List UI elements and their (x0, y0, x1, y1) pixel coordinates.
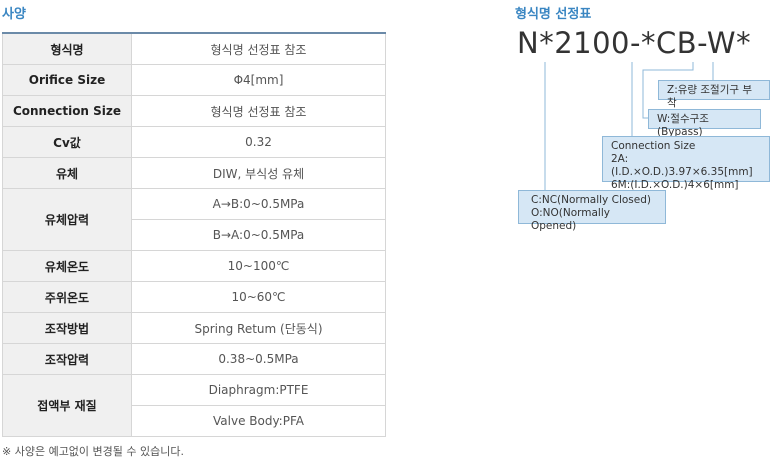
spec-label: 유체압력 (2, 188, 132, 251)
spec-value: Valve Body:PFA (131, 405, 386, 437)
spec-label: 유체 (2, 157, 132, 189)
spec-note: ※ 사양은 예고없이 변경될 수 있습니다. (2, 445, 184, 458)
conn-6m: 6M:(I.D.×O.D.)4×6[mm] (611, 179, 739, 191)
spec-value: 10~100℃ (131, 250, 386, 282)
spec-label: 유체온도 (2, 250, 132, 282)
spec-label: 조작방법 (2, 312, 132, 344)
spec-value: B→A:0~0.5MPa (131, 219, 386, 251)
spec-label: 형식명 (2, 32, 132, 65)
conn-title: Connection Size (611, 140, 696, 152)
spec-label: 주위온도 (2, 281, 132, 313)
spec-value: A→B:0~0.5MPa (131, 188, 386, 220)
spec-label: Orifice Size (2, 64, 132, 96)
spec-label: Connection Size (2, 95, 132, 127)
box-connection-size: Connection Size 2A:(I.D.×O.D.)3.97×6.35[… (602, 136, 770, 191)
spec-value: 형식명 선정표 참조 (131, 32, 386, 65)
table-row: Valve Body:PFA (3, 405, 386, 437)
spec-value: 형식명 선정표 참조 (131, 95, 386, 127)
line-w (642, 62, 694, 119)
model-code: N*2100-*CB-W* (517, 26, 752, 60)
spec-value: Φ4[mm] (131, 64, 386, 96)
spec-title: 사양 (2, 7, 26, 22)
nc-text: C:NC(Normally Closed) (531, 194, 651, 206)
table-row: B→A:0~0.5MPa (3, 219, 386, 251)
box-w: W:절수구조(Bypass) (648, 109, 761, 138)
conn-2a: 2A:(I.D.×O.D.)3.97×6.35[mm] (611, 153, 753, 178)
spec-value: 0.32 (131, 126, 386, 158)
spec-value: Diaphragm:PTFE (131, 374, 386, 406)
box-z: Z:유량 조절기구 부착 (658, 80, 770, 109)
spec-value: DIW, 부식성 유체 (131, 157, 386, 189)
model-title: 형식명 선정표 (515, 7, 592, 22)
spec-value: 10~60℃ (131, 281, 386, 313)
box-nc-no: C:NC(Normally Closed) O:NO(Normally Open… (518, 190, 666, 232)
spec-label: 조작압력 (2, 343, 132, 375)
no-text: O:NO(Normally Opened) (531, 207, 610, 232)
